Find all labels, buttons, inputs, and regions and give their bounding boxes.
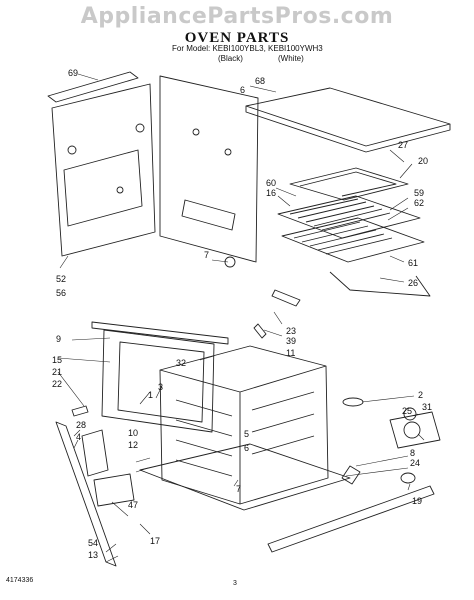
callout-number: 27 xyxy=(398,140,408,150)
callout-number: 24 xyxy=(410,458,420,468)
color-black-label: (Black) xyxy=(218,54,243,63)
bottom-panel xyxy=(139,443,351,511)
callout-number: 47 xyxy=(128,500,138,510)
callout-number: 31 xyxy=(422,402,432,412)
callout-number: 39 xyxy=(286,336,296,346)
callout-number: 20 xyxy=(418,156,428,166)
bake-element xyxy=(329,271,431,297)
callout-number: 16 xyxy=(266,188,276,198)
oven-back-wall xyxy=(159,75,259,263)
page-title: OVEN PARTS xyxy=(184,30,290,46)
callout-number: 5 xyxy=(244,429,249,439)
oven-rack-upper xyxy=(277,195,421,239)
callout-number: 59 xyxy=(414,188,424,198)
callout-number: 17 xyxy=(150,536,160,546)
callout-number: 19 xyxy=(412,496,422,506)
callout-number: 68 xyxy=(255,76,265,86)
callout-number: 22 xyxy=(52,379,62,389)
vent-trim xyxy=(267,485,435,553)
callout-number: 7 xyxy=(204,250,209,260)
oven-top-panel xyxy=(245,87,451,147)
callout-number: 25 xyxy=(402,406,412,416)
callout-number: 4 xyxy=(76,432,81,442)
callout-number: 6 xyxy=(240,85,245,95)
callout-number: 9 xyxy=(56,334,61,344)
callout-number: 10 xyxy=(128,428,138,438)
callout-number: 8 xyxy=(410,448,415,458)
oven-cavity xyxy=(159,345,329,505)
top-trim-strip xyxy=(47,71,139,103)
callout-number: 7 xyxy=(236,484,241,494)
model-line: For Model: KEBI100YBL3, KEBI100YWH3 xyxy=(172,44,323,53)
callout-number: 28 xyxy=(76,420,86,430)
callout-number: 69 xyxy=(68,68,78,78)
page-number: 3 xyxy=(233,580,237,587)
callout-number: 12 xyxy=(128,440,138,450)
side-trim xyxy=(55,421,117,567)
document-number: 4174336 xyxy=(6,577,34,584)
callout-number: 60 xyxy=(266,178,276,188)
callout-number: 32 xyxy=(176,358,186,368)
callout-number: 6 xyxy=(244,443,249,453)
broil-element xyxy=(289,167,409,201)
callout-number: 26 xyxy=(408,278,418,288)
callout-number: 52 xyxy=(56,274,66,284)
callout-number: 2 xyxy=(418,390,423,400)
callout-number: 3 xyxy=(158,382,163,392)
callout-number: 1 xyxy=(148,390,153,400)
callout-number: 62 xyxy=(414,198,424,208)
callout-number: 23 xyxy=(286,326,296,336)
callout-number: 11 xyxy=(286,348,295,358)
oven-rack-lower xyxy=(281,217,425,263)
callout-number: 21 xyxy=(52,367,62,377)
color-white-label: (White) xyxy=(278,54,304,63)
watermark: AppliancePartsPros.com xyxy=(80,4,394,29)
callout-number: 15 xyxy=(52,355,62,365)
rear-insulation-panel xyxy=(51,83,156,257)
callout-number: 54 xyxy=(88,538,98,548)
callout-number: 13 xyxy=(88,550,98,560)
callout-number: 61 xyxy=(408,258,418,268)
callout-number: 56 xyxy=(56,288,66,298)
oven-front-frame xyxy=(101,329,215,433)
